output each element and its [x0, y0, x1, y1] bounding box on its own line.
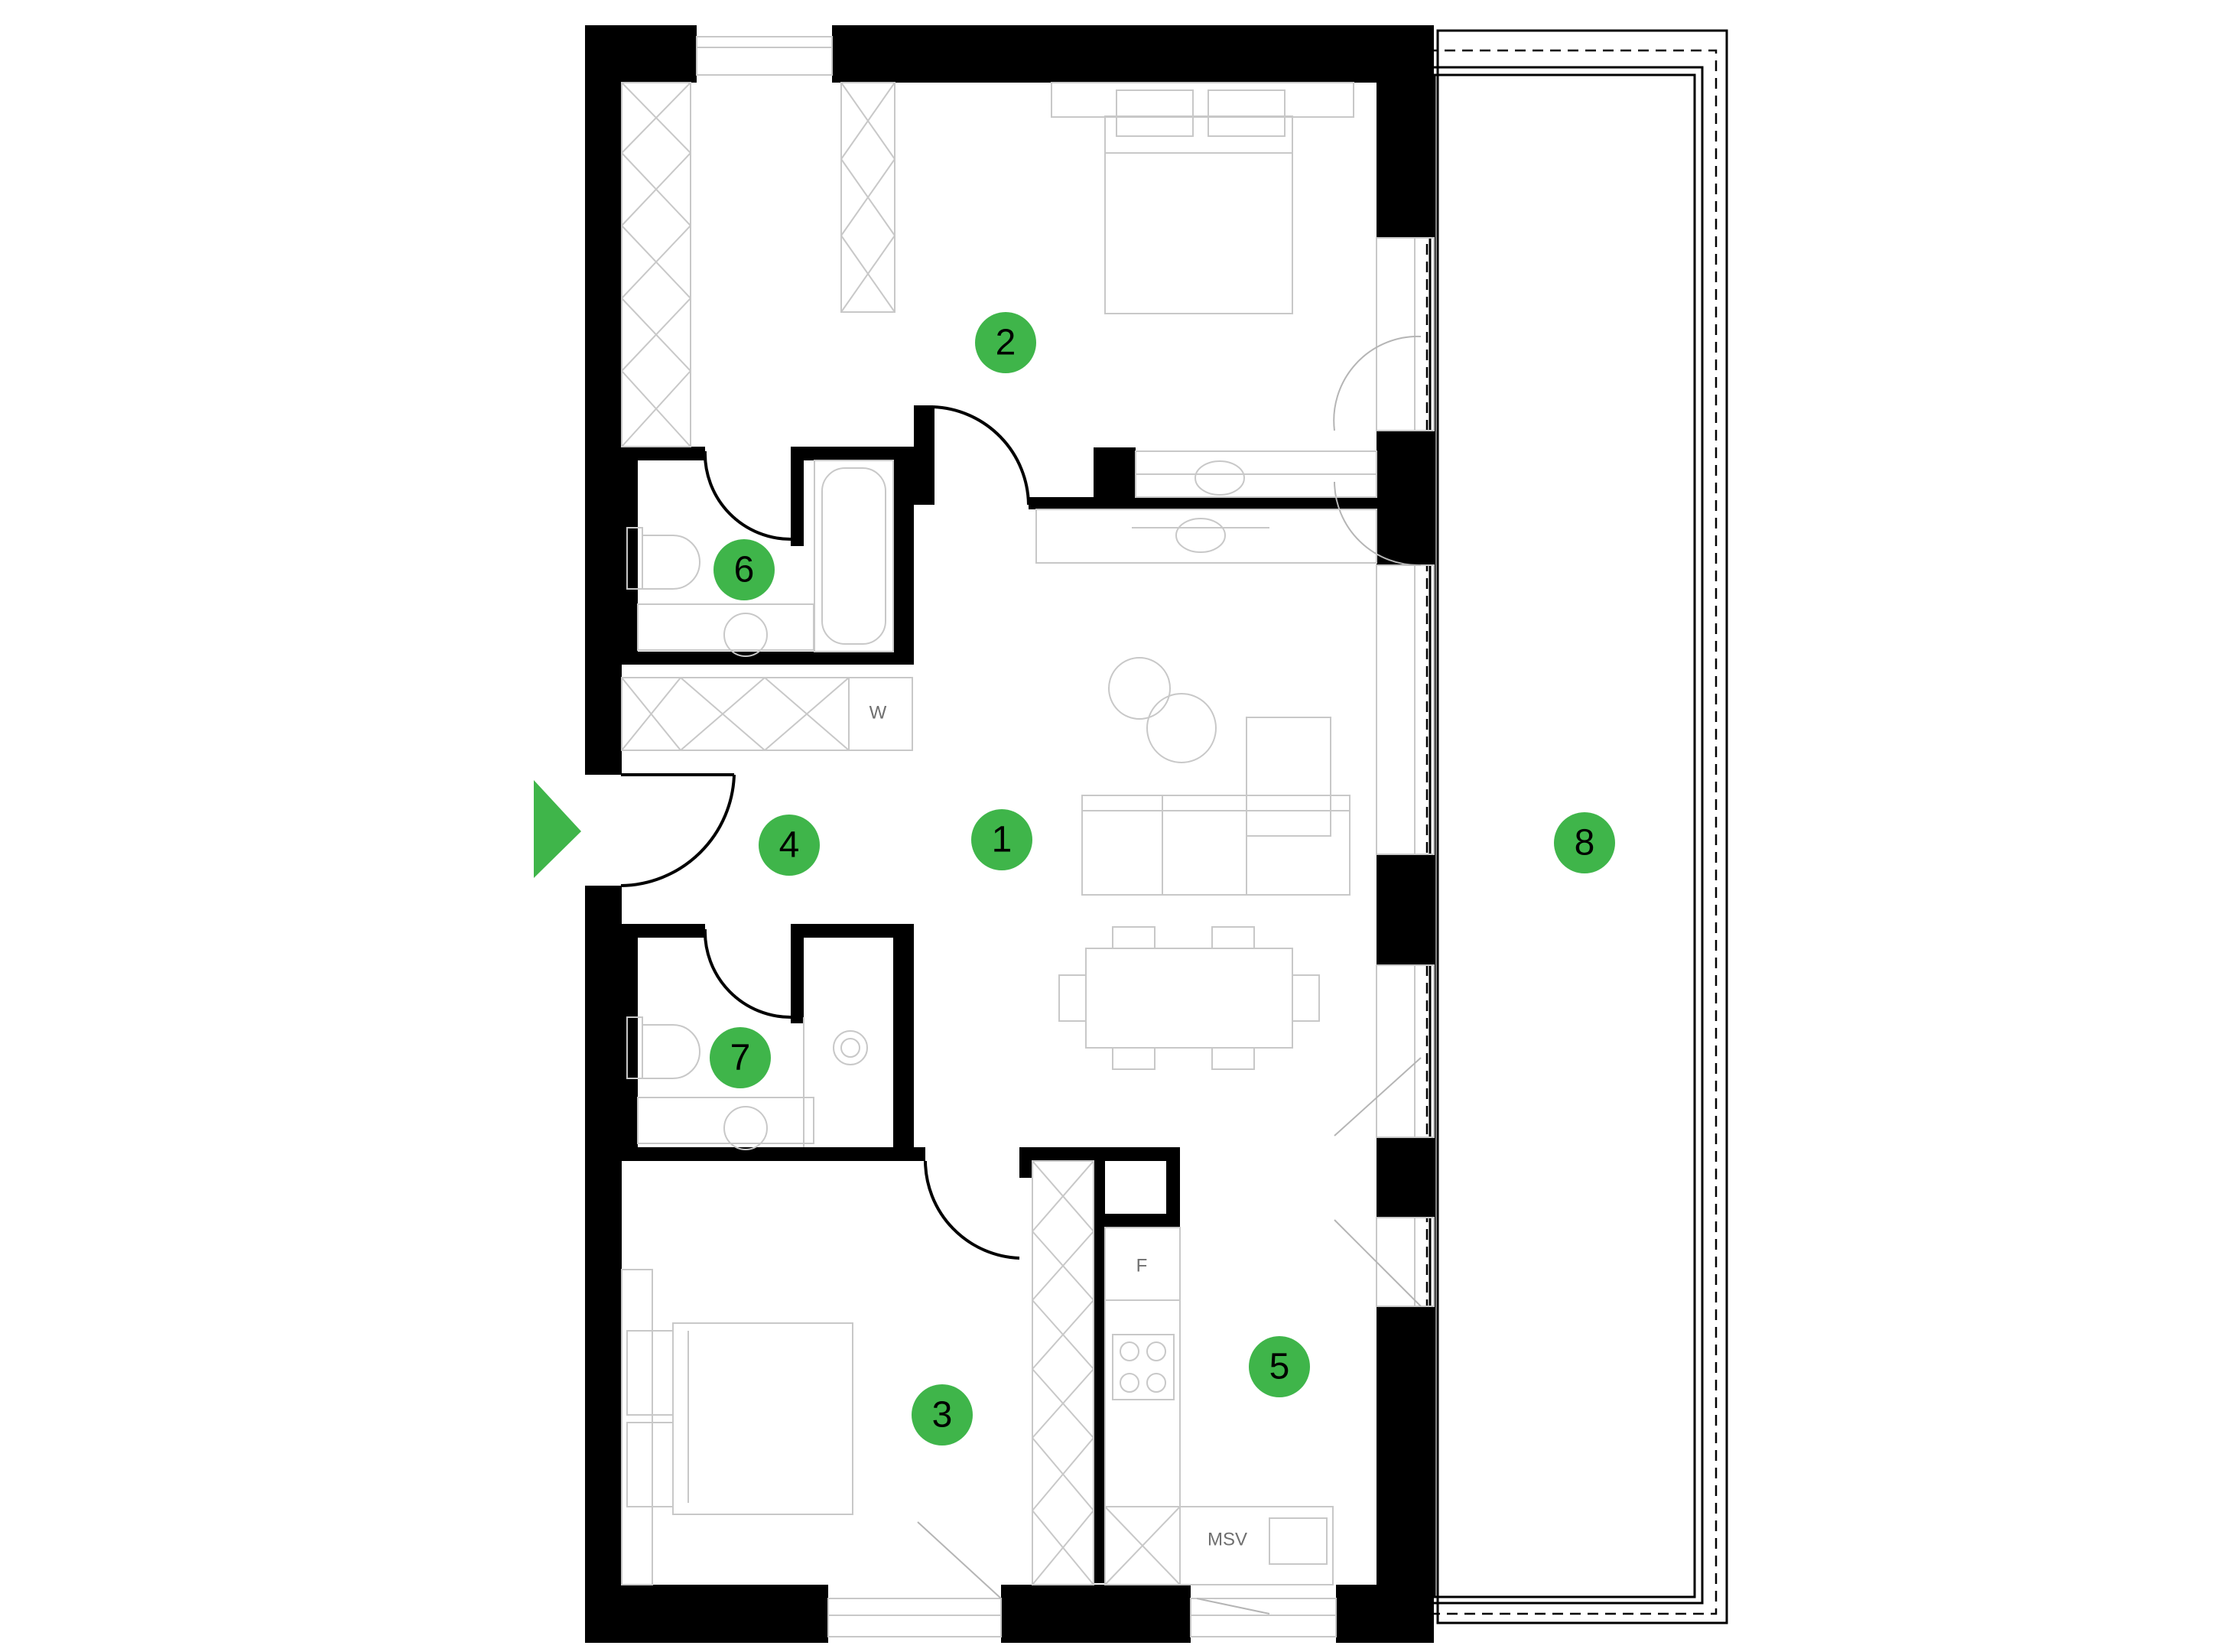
bathroom-6-fixtures	[626, 460, 894, 657]
room-number: 8	[1575, 823, 1595, 863]
room-badge-8: 8	[1554, 812, 1615, 873]
bed-bedroom-3	[621, 1269, 853, 1585]
washer-label: W	[869, 703, 887, 724]
room-badge-6: 6	[713, 539, 775, 600]
room-number: 5	[1269, 1347, 1290, 1387]
room-number: 2	[996, 323, 1016, 363]
room-number: 4	[779, 825, 800, 866]
room-badge-5: 5	[1249, 1336, 1310, 1397]
room-badge-3: 3	[912, 1384, 973, 1446]
dining-table	[1058, 926, 1320, 1070]
room-badge-7: 7	[710, 1027, 771, 1088]
bed-bedroom-2	[1051, 82, 1354, 314]
wardrobe-top-left	[621, 82, 895, 447]
room-number: 6	[734, 550, 755, 590]
room-badge-1: 1	[971, 809, 1032, 870]
room-number: 1	[992, 820, 1012, 860]
room-badge-2: 2	[975, 312, 1036, 373]
room-number: 7	[730, 1038, 751, 1078]
doors	[620, 335, 1422, 1615]
msv-label: MSV	[1208, 1530, 1247, 1550]
sofa-area	[1081, 657, 1351, 896]
wardrobe-bedroom-3	[1032, 1160, 1094, 1585]
washer-cabinet	[621, 677, 913, 751]
entrance-arrow-icon	[534, 780, 581, 878]
windows	[696, 36, 1435, 1637]
kitchen-counter	[1104, 1227, 1334, 1585]
wardrobe-bedroom-2-bottom	[1035, 450, 1377, 564]
interior-walls	[612, 405, 1377, 1583]
bathroom-7-fixtures	[626, 1016, 868, 1150]
fridge-label: F	[1136, 1256, 1148, 1276]
room-badge-4: 4	[759, 815, 820, 876]
room-number: 3	[932, 1395, 953, 1436]
